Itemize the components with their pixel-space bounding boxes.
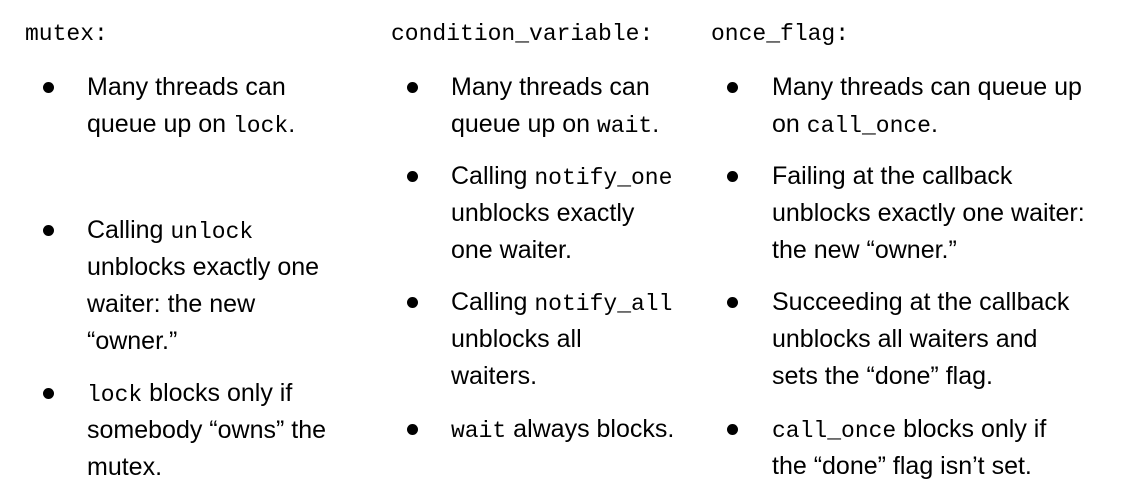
- code-term: notify_one: [534, 165, 673, 191]
- code-term: notify_all: [534, 291, 673, 317]
- text-run: Succeeding at the callback: [772, 288, 1070, 316]
- bullet-item: Many threads can queue up on lock.: [87, 69, 295, 143]
- text-run: unblocks exactly one: [87, 253, 320, 281]
- text-run: blocks only if: [142, 379, 293, 407]
- bullet-item: Calling notify_one unblocks exactly one wa…: [451, 158, 672, 269]
- bullet-line: Many threads can: [451, 69, 659, 106]
- text-run: waiter: the new: [87, 290, 256, 318]
- bullet-line: unblocks exactly one: [87, 249, 319, 286]
- text-run: unblocks all: [451, 325, 582, 353]
- text-run: unblocks exactly: [451, 199, 635, 227]
- bullet-line: mutex.: [87, 449, 326, 486]
- bullet-icon: [727, 424, 738, 435]
- title-colon: :: [639, 21, 654, 47]
- bullet-line: lock blocks only if: [87, 375, 326, 412]
- bullet-line: Calling notify_one: [451, 158, 672, 195]
- bullet-line: the new “owner.”: [772, 232, 1085, 269]
- text-run: blocks only if: [896, 415, 1047, 443]
- code-term: unlock: [170, 219, 254, 245]
- bullet-item: Calling unlock unblocks exactly one waiter…: [87, 212, 319, 360]
- bullet-item: Failing at the callback unblocks exactly …: [772, 158, 1085, 269]
- text-run: unblocks all waiters and: [772, 325, 1038, 353]
- bullet-line: Failing at the callback: [772, 158, 1085, 195]
- text-run: the new “owner.”: [772, 236, 957, 264]
- bullet-line: Calling unlock: [87, 212, 319, 249]
- bullet-line: unblocks exactly one waiter:: [772, 195, 1085, 232]
- text-run: .: [288, 110, 296, 138]
- text-run: Many threads can queue up: [772, 73, 1082, 101]
- text-run: .: [931, 110, 938, 138]
- bullet-icon: [407, 297, 418, 308]
- text-run: queue up on: [87, 110, 233, 138]
- bullet-line: Many threads can: [87, 69, 295, 106]
- column-title: once_flag:: [711, 19, 849, 49]
- title-colon: :: [94, 21, 108, 47]
- text-run: sets the “done” flag.: [772, 362, 993, 390]
- bullet-line: unblocks all waiters and: [772, 321, 1069, 358]
- bullet-item: call_once blocks only if the “done” flag …: [772, 411, 1046, 485]
- text-run: “owner.”: [87, 327, 178, 355]
- title-code: mutex: [25, 21, 95, 47]
- bullet-line: on call_once.: [772, 106, 1082, 143]
- text-run: unblocks exactly one waiter:: [772, 199, 1085, 227]
- bullet-item: Many threads can queue up on wait.: [451, 69, 659, 143]
- bullet-icon: [43, 388, 54, 399]
- bullet-line: waiter: the new: [87, 286, 319, 323]
- bullet-line: unblocks all: [451, 321, 672, 358]
- bullet-line: queue up on wait.: [451, 106, 659, 143]
- text-run: Calling: [451, 162, 535, 190]
- bullet-line: Succeeding at the callback: [772, 284, 1069, 321]
- code-term: lock: [87, 382, 143, 408]
- text-run: .: [652, 110, 660, 138]
- bullet-line: queue up on lock.: [87, 106, 295, 143]
- bullet-line: somebody “owns” the: [87, 412, 326, 449]
- bullet-icon: [43, 82, 54, 93]
- bullet-line: wait always blocks.: [451, 411, 674, 448]
- column-title: condition_variable:: [391, 19, 653, 49]
- title-code: condition_variable: [391, 21, 640, 47]
- bullet-item: Calling notify_all unblocks all waiters.: [451, 284, 672, 395]
- text-run: on: [772, 110, 807, 138]
- bullet-icon: [407, 171, 418, 182]
- bullet-icon: [43, 225, 54, 236]
- bullet-item: wait always blocks.: [451, 411, 674, 448]
- code-term: call_once: [806, 113, 931, 139]
- bullet-line: “owner.”: [87, 323, 319, 360]
- title-colon: :: [835, 21, 850, 47]
- bullet-line: Many threads can queue up: [772, 69, 1082, 106]
- bullet-icon: [727, 82, 738, 93]
- bullet-line: waiters.: [451, 358, 672, 395]
- text-run: one waiter.: [451, 236, 572, 264]
- bullet-line: unblocks exactly: [451, 195, 672, 232]
- bullet-line: one waiter.: [451, 232, 672, 269]
- text-run: Failing at the callback: [772, 162, 1013, 190]
- text-run: waiters.: [451, 362, 538, 390]
- text-run: the “done” flag isn’t set.: [772, 452, 1032, 480]
- text-run: Many threads can: [451, 73, 650, 101]
- bullet-line: Calling notify_all: [451, 284, 672, 321]
- bullet-line: call_once blocks only if: [772, 411, 1046, 448]
- code-term: lock: [232, 113, 289, 139]
- text-run: Calling: [451, 288, 535, 316]
- bullet-line: sets the “done” flag.: [772, 358, 1069, 395]
- text-run: somebody “owns” the: [87, 416, 327, 444]
- code-term: call_once: [772, 418, 897, 444]
- text-run: Many threads can: [87, 73, 286, 101]
- bullet-line: the “done” flag isn’t set.: [772, 448, 1046, 485]
- title-code: once_flag: [711, 21, 836, 47]
- bullet-icon: [727, 297, 738, 308]
- bullet-item: lock blocks only if somebody “owns” the mu…: [87, 375, 326, 486]
- bullet-icon: [727, 171, 738, 182]
- text-run: mutex.: [87, 453, 163, 481]
- text-run: queue up on: [451, 110, 597, 138]
- bullet-item: Many threads can queue up on call_once.: [772, 69, 1082, 143]
- bullet-icon: [407, 424, 418, 435]
- bullet-icon: [407, 82, 418, 93]
- column-title: mutex:: [25, 19, 108, 49]
- code-term: wait: [596, 113, 653, 139]
- bullet-item: Succeeding at the callback unblocks all w…: [772, 284, 1069, 395]
- text-run: Calling: [87, 216, 171, 244]
- text-run: always blocks.: [506, 415, 675, 443]
- code-term: wait: [451, 418, 507, 444]
